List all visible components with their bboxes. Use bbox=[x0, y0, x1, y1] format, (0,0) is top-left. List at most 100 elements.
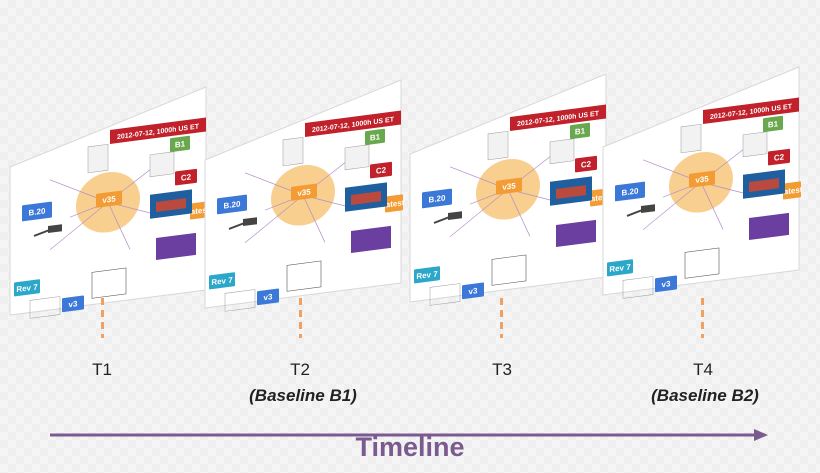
baseline-label-b2: (Baseline B2) bbox=[651, 386, 759, 405]
c2-tag bbox=[370, 161, 392, 179]
latest-tag-text: latest bbox=[782, 185, 803, 197]
document-thumbnail bbox=[680, 123, 702, 154]
v3-tag-text: v3 bbox=[264, 292, 273, 302]
c2-tag-text: C2 bbox=[376, 165, 387, 175]
b1-tag-text: B1 bbox=[175, 139, 186, 149]
date-banner bbox=[703, 97, 799, 125]
instrument-icon bbox=[243, 217, 257, 227]
timepoint-label-t4: T4 bbox=[693, 360, 713, 379]
b1-tag bbox=[365, 128, 385, 146]
document-thumbnail bbox=[742, 131, 768, 158]
sketch-diagram bbox=[29, 296, 61, 319]
heatmap-hotspot bbox=[749, 178, 779, 193]
date-banner bbox=[510, 104, 606, 132]
rev7-tag bbox=[414, 266, 440, 284]
b20-tag bbox=[422, 188, 452, 209]
b20-tag bbox=[22, 201, 52, 222]
rev7-tag-text: Rev 7 bbox=[416, 269, 438, 281]
purple-label-box bbox=[749, 212, 789, 241]
instrument-icon bbox=[448, 211, 462, 221]
date-banner bbox=[110, 117, 206, 145]
document-thumbnail bbox=[487, 130, 509, 161]
v3-tag-text: v3 bbox=[662, 279, 671, 289]
c2-tag-text: C2 bbox=[181, 172, 192, 182]
instrument-icon bbox=[626, 208, 644, 217]
b1-tag-text: B1 bbox=[575, 126, 586, 136]
heatmap-hotspot bbox=[351, 191, 381, 206]
b1-tag bbox=[570, 122, 590, 140]
v35-tag bbox=[291, 183, 317, 201]
latest-tag-text: latest bbox=[189, 205, 210, 217]
dashed-connector-t3 bbox=[500, 298, 503, 338]
timeline-arrow bbox=[50, 429, 768, 441]
b1-tag bbox=[763, 115, 783, 133]
v3-tag-text: v3 bbox=[69, 299, 78, 309]
b20-tag-text: B.20 bbox=[224, 199, 241, 210]
sketch-diagram bbox=[429, 283, 461, 306]
info-box bbox=[684, 247, 720, 279]
heatmap-hotspot bbox=[556, 185, 586, 200]
dashed-connector-t4 bbox=[701, 298, 704, 338]
slide-content-group: 2012-07-12, 1000h US ETB1C2B.20v35latest… bbox=[607, 97, 803, 299]
instrument-icon bbox=[228, 221, 246, 230]
v3-tag-text: v3 bbox=[469, 286, 478, 296]
latest-tag bbox=[385, 194, 403, 213]
slide-content-group: 2012-07-12, 1000h US ETB1C2B.20v35latest… bbox=[414, 104, 610, 306]
date-banner bbox=[305, 110, 401, 138]
timepoint-label-t1: T1 bbox=[92, 360, 112, 379]
info-box bbox=[286, 260, 322, 292]
rev7-tag bbox=[607, 259, 633, 277]
v3-tag bbox=[257, 288, 279, 306]
instrument-icon bbox=[433, 215, 451, 224]
network-link bbox=[449, 188, 509, 238]
c2-tag bbox=[575, 155, 597, 173]
latest-tag bbox=[190, 201, 208, 220]
network-link bbox=[107, 202, 131, 250]
network-link bbox=[700, 182, 724, 230]
document-thumbnail bbox=[282, 136, 304, 167]
slide-graphic: 2012-07-12, 1000h US ETB1C2B.20v35latest… bbox=[602, 66, 803, 299]
timepoint-label-t3: T3 bbox=[492, 360, 512, 379]
instrument-icon bbox=[33, 228, 51, 237]
purple-label-box bbox=[156, 232, 196, 261]
b20-tag-text: B.20 bbox=[622, 186, 639, 197]
instrument-icon bbox=[641, 204, 655, 214]
timeline-label: Timeline bbox=[355, 432, 465, 462]
rev7-tag bbox=[209, 272, 235, 290]
timepoint-label-t2: T2 bbox=[290, 360, 310, 379]
sketch-diagram bbox=[224, 289, 256, 312]
heatmap-hotspot bbox=[156, 198, 186, 213]
v35-tag bbox=[496, 177, 522, 195]
network-link bbox=[244, 194, 304, 244]
b1-tag-text: B1 bbox=[370, 132, 381, 142]
network-link bbox=[642, 181, 702, 231]
c2-tag bbox=[768, 148, 790, 166]
info-box bbox=[91, 267, 127, 299]
purple-label-box bbox=[351, 225, 391, 254]
v35-tag-text: v35 bbox=[695, 174, 709, 185]
document-thumbnail bbox=[549, 138, 575, 165]
dashed-connector-t2 bbox=[299, 298, 302, 338]
document-thumbnail bbox=[344, 144, 370, 171]
b20-tag-text: B.20 bbox=[29, 206, 46, 217]
b20-tag-text: B.20 bbox=[429, 193, 446, 204]
v35-tag bbox=[689, 170, 715, 188]
rev7-tag bbox=[14, 279, 40, 297]
slide-content-group: 2012-07-12, 1000h US ETB1C2B.20v35latest… bbox=[14, 117, 210, 319]
v3-tag bbox=[655, 275, 677, 293]
slide-graphic: 2012-07-12, 1000h US ETB1C2B.20v35latest… bbox=[409, 73, 610, 306]
b1-tag bbox=[170, 135, 190, 153]
v35-tag-text: v35 bbox=[297, 187, 311, 198]
b1-tag-text: B1 bbox=[768, 119, 779, 129]
v35-tag-text: v35 bbox=[502, 181, 516, 192]
network-link bbox=[49, 201, 109, 251]
sketch-diagram bbox=[622, 276, 654, 299]
network-link bbox=[302, 195, 326, 243]
b20-tag bbox=[615, 181, 645, 202]
network-link bbox=[507, 189, 531, 237]
instrument-icon bbox=[48, 224, 62, 234]
rev7-tag-text: Rev 7 bbox=[16, 282, 38, 294]
v3-tag bbox=[62, 295, 84, 313]
